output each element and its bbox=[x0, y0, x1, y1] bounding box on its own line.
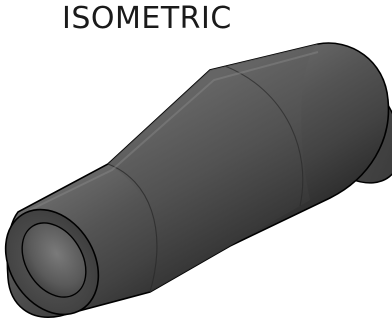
view-orientation-label: ISOMETRIC bbox=[62, 1, 232, 36]
small-end-opening bbox=[4, 208, 100, 316]
top-highlight bbox=[29, 51, 319, 211]
cone-section bbox=[108, 44, 318, 292]
small-pipe-seam bbox=[107, 163, 158, 293]
pipe-bore bbox=[21, 222, 87, 298]
large-pipe-seam bbox=[224, 65, 304, 207]
